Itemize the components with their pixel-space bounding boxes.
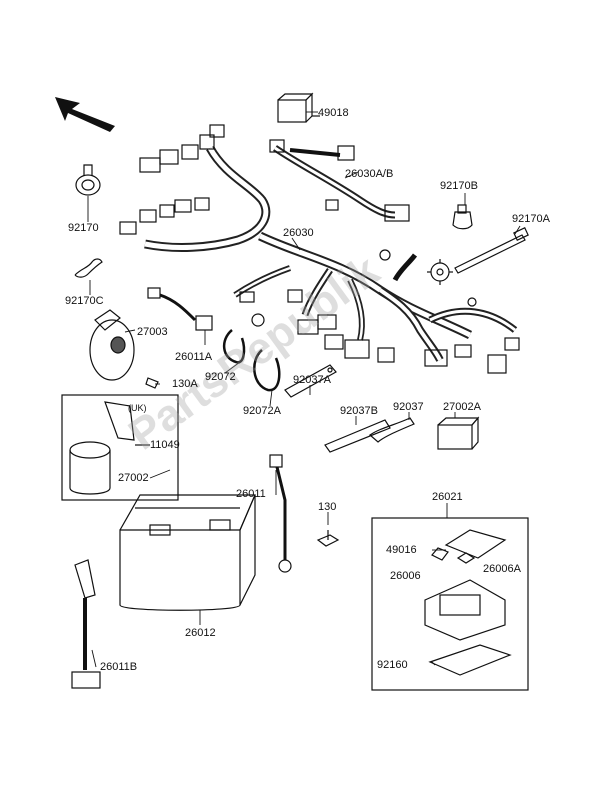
lead-26011	[269, 454, 292, 573]
label-130a: 130A	[172, 378, 198, 390]
label-26021: 26021	[432, 491, 463, 503]
label-92170b: 92170B	[440, 180, 478, 192]
straps-92037	[284, 364, 415, 453]
label-92072a: 92072A	[243, 405, 281, 417]
label-92037b: 92037B	[340, 405, 378, 417]
label-130: 130	[318, 501, 337, 513]
label-26030ab: 26030A/B	[345, 168, 394, 180]
label-49016: 49016	[386, 544, 417, 556]
label-26011b: 26011B	[100, 661, 138, 673]
horn-27003	[89, 309, 159, 389]
relay-27002a	[437, 416, 480, 450]
label-26011a: 26011A	[175, 351, 213, 363]
label-92072: 92072	[205, 371, 236, 383]
gear-icon	[427, 259, 453, 285]
strap-92170a	[454, 227, 529, 274]
label-27003: 27003	[137, 326, 168, 338]
junction-box-inset	[371, 517, 529, 691]
label-92170a: 92170A	[512, 213, 550, 225]
label-26030: 26030	[283, 227, 314, 239]
clip-92170c	[74, 258, 103, 278]
label-26012: 26012	[185, 627, 216, 639]
lead-26011b	[71, 559, 101, 689]
label-11049: 11049	[150, 439, 180, 451]
label-27002a: 27002A	[443, 401, 481, 413]
leader-lines	[87, 111, 521, 668]
main-wiring-harness	[119, 124, 520, 374]
label-92037: 92037	[393, 401, 424, 413]
band-92072	[223, 329, 281, 392]
relay-49018	[277, 92, 320, 123]
uk-inset-box	[61, 394, 179, 501]
bolt-130	[316, 530, 340, 547]
label-49018: 49018	[318, 107, 349, 119]
label-27002: 27002	[118, 472, 149, 484]
front-arrow-icon	[55, 97, 115, 132]
battery-26012	[119, 494, 256, 611]
label-92170: 92170	[68, 222, 99, 234]
clip-92170b	[452, 204, 473, 230]
label-26006a: 26006A	[483, 563, 521, 575]
label-26011: 26011	[236, 488, 266, 500]
label-92037a: 92037A	[293, 374, 331, 386]
label-92160: 92160	[377, 659, 408, 671]
lead-26011a	[147, 287, 213, 331]
label-26006: 26006	[390, 570, 421, 582]
sub-harness-26030ab	[269, 139, 410, 222]
label-92170c: 92170C	[65, 295, 104, 307]
inset-uk-label: (UK)	[128, 403, 147, 413]
clamp-92170	[75, 164, 101, 196]
